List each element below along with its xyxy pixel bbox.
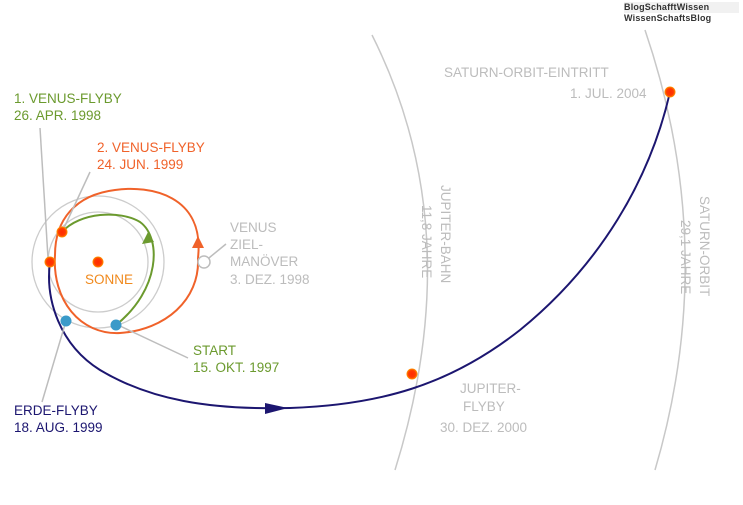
earth-orbit (31, 195, 165, 329)
saturn-entry-date: 1. JUL. 2004 (570, 86, 647, 101)
venus-flyby-2-dot (56, 226, 68, 238)
maneuver-line-3: MANÖVER (230, 254, 299, 269)
green-trajectory (61, 213, 155, 326)
venus2-date: 24. JUN. 1999 (97, 157, 183, 172)
maneuver-line-2: ZIEL- (230, 237, 263, 252)
green-arrowhead (142, 232, 154, 244)
start-date: 15. OKT. 1997 (193, 360, 279, 375)
maneuver-date: 3. DEZ. 1998 (230, 272, 310, 287)
venus-flyby-1-dot (44, 256, 56, 268)
saturn-entry-title: SATURN-ORBIT-EINTRITT (444, 65, 609, 80)
orange-arrowhead (192, 236, 204, 248)
saturn-orbit-arc (644, 29, 686, 471)
start-title: START (193, 343, 236, 358)
start-leader (119, 325, 189, 359)
venus-maneuver-dot (197, 255, 211, 269)
earth-flyby-dot (60, 315, 72, 327)
jupiter-orbit-label: JUPITER-BAHN (438, 185, 453, 283)
venus1-title: 1. VENUS-FLYBY (14, 91, 122, 106)
jupiter-flyby-1: JUPITER- (460, 381, 521, 396)
jupiter-orbit-arc (371, 34, 429, 471)
logo-line-2: WissenSchaftsBlog (624, 13, 712, 23)
earth-date: 18. AUG. 1999 (14, 420, 103, 435)
venus1-date: 26. APR. 1998 (14, 108, 101, 123)
navy-trajectory (48, 91, 671, 410)
sun-label: SONNE (85, 272, 133, 287)
orange-trajectory (53, 187, 200, 335)
venus2-leader (63, 171, 91, 229)
saturn-entry-dot (664, 86, 676, 98)
jupiter-flyby-date: 30. DEZ. 2000 (440, 420, 527, 435)
jupiter-flyby-2: FLYBY (463, 399, 505, 414)
start-dot (110, 319, 122, 331)
jupiter-flyby-dot (406, 368, 418, 380)
earth-leader (41, 320, 67, 403)
sun-dot (92, 256, 104, 268)
jupiter-period-label: 11,8 JAHRE (419, 205, 434, 278)
saturn-orbit-label: SATURN-ORBIT (697, 196, 712, 296)
blog-logo: BlogSchafftWissen WissenSchaftsBlog (624, 2, 739, 24)
navy-arrowhead (265, 403, 288, 414)
venus2-title: 2. VENUS-FLYBY (97, 140, 205, 155)
earth-title: ERDE-FLYBY (14, 403, 98, 418)
saturn-period-label: 29,1 JAHRE (678, 220, 693, 294)
venus1-leader (39, 127, 49, 259)
logo-line-1: BlogSchafftWissen (624, 2, 739, 13)
maneuver-line-1: VENUS (230, 220, 277, 235)
